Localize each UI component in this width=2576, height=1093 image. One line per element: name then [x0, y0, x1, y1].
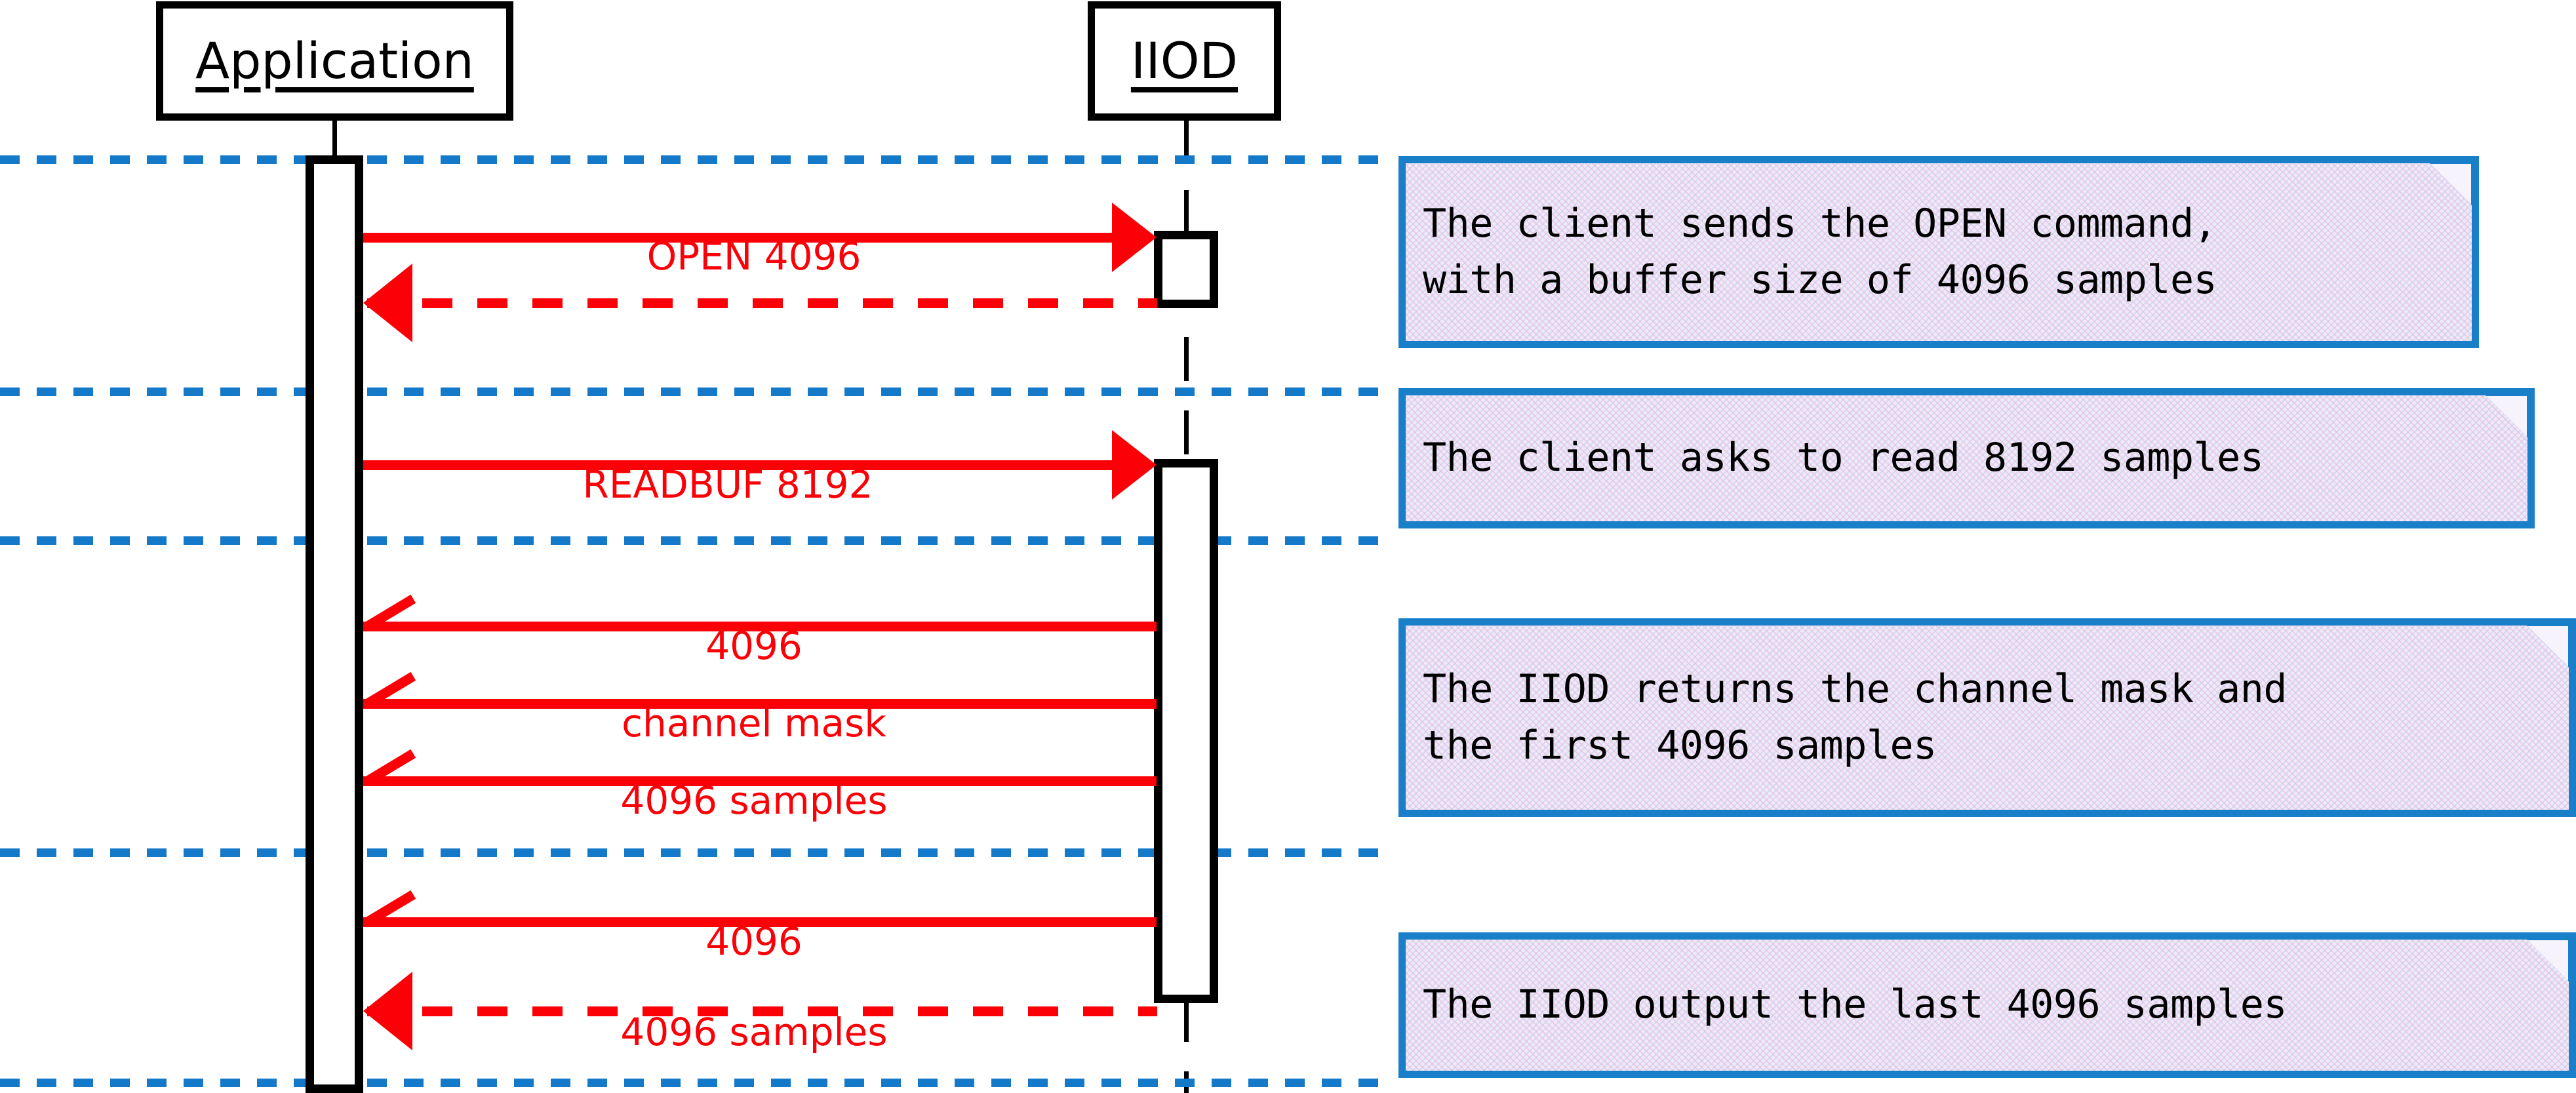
message-4096-samples-a-label: 4096 samples — [620, 778, 888, 823]
participant-application-label: Application — [195, 31, 474, 90]
participant-iiod[interactable]: IIOD — [1088, 1, 1281, 121]
note-readbuf-request-text: The client asks to read 8192 samples — [1423, 435, 2264, 481]
message-4096-b-line — [363, 917, 1157, 927]
message-4096-samples-a-line — [363, 776, 1157, 786]
message-open-return-arrowhead — [363, 264, 412, 342]
message-readbuf-arrowhead — [1112, 430, 1157, 500]
message-readbuf-line — [363, 460, 1143, 470]
activation-application — [306, 155, 363, 1093]
activation-iiod-open — [1154, 231, 1218, 308]
message-open-line — [363, 233, 1143, 243]
note-last-samples: The IIOD output the last 4096 samples — [1398, 932, 2576, 1078]
note-fold-inner-icon — [2430, 164, 2471, 205]
message-readbuf-label: READBUF 8192 — [582, 462, 873, 507]
note-readbuf-request: The client asks to read 8192 samples — [1398, 388, 2535, 528]
participant-application[interactable]: Application — [156, 1, 513, 121]
activation-iiod-readbuf — [1154, 459, 1218, 1003]
note-open-command: The client sends the OPEN command, with … — [1398, 156, 2479, 348]
section-divider-5 — [0, 1079, 1380, 1087]
message-4096-a-label: 4096 — [705, 624, 803, 668]
note-fold-inner-icon — [2527, 940, 2568, 981]
message-4096-samples-b-label: 4096 samples — [620, 1010, 888, 1054]
message-4096-samples-b-arrowhead — [363, 972, 412, 1050]
section-divider-1 — [0, 155, 1380, 164]
note-fold-inner-icon — [2527, 626, 2568, 667]
message-channel-mask-label: channel mask — [622, 701, 886, 745]
note-channel-mask-return: The IIOD returns the channel mask and th… — [1398, 618, 2576, 817]
section-divider-2 — [0, 388, 1380, 396]
participant-iiod-label: IIOD — [1130, 31, 1238, 90]
note-last-samples-text: The IIOD output the last 4096 samples — [1423, 982, 2288, 1028]
message-open-label: OPEN 4096 — [646, 234, 862, 279]
message-4096-b-label: 4096 — [705, 919, 803, 964]
note-fold-inner-icon — [2486, 396, 2527, 437]
message-open-return-line — [367, 298, 1157, 308]
note-channel-mask-return-text: The IIOD returns the channel mask and th… — [1423, 666, 2288, 768]
message-channel-mask-line — [363, 699, 1157, 709]
message-4096-a-line — [363, 622, 1157, 631]
message-4096-samples-b-line — [367, 1006, 1157, 1016]
message-open-arrowhead — [1112, 203, 1157, 272]
note-open-command-text: The client sends the OPEN command, with … — [1423, 201, 2217, 303]
